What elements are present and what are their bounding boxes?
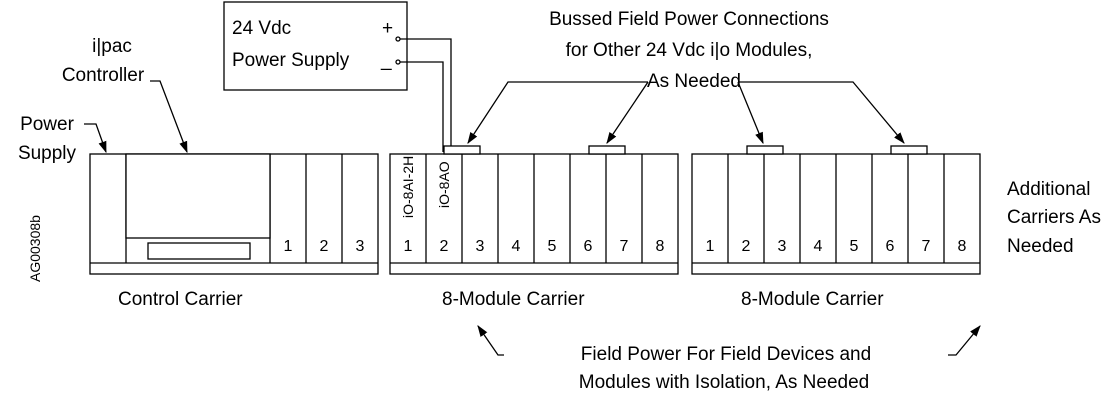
slot-number: 5 xyxy=(548,238,557,255)
field-power-connector xyxy=(890,145,928,155)
slot-number: 1 xyxy=(706,238,715,255)
carrier-caption: 8-Module Carrier xyxy=(442,289,585,310)
slot-number: 2 xyxy=(320,238,329,255)
supply-title-line1: 24 Vdc xyxy=(232,18,291,39)
slot-number: 1 xyxy=(404,238,413,255)
slot-number: 5 xyxy=(850,238,859,255)
bussed-label-line2: for Other 24 Vdc i|o Modules, xyxy=(566,40,813,61)
module-carrier-1: iO-8AI-2H iO-8AO 1 2 3 4 5 6 7 8 xyxy=(389,145,679,275)
bussed-leader-arrow xyxy=(606,81,649,144)
field-power-label-line2: Modules with Isolation, As Needed xyxy=(579,372,869,393)
bussed-leader-arrow xyxy=(737,81,764,145)
additional-carriers-line1: Additional xyxy=(1007,179,1090,200)
ipac-leader-arrow xyxy=(150,80,188,154)
plus-wire xyxy=(400,38,452,152)
slot-number: 3 xyxy=(356,238,365,255)
field-power-connector xyxy=(443,145,481,155)
slot-number: 8 xyxy=(656,238,665,255)
power-supply-box: 24 Vdc Power Supply + _ xyxy=(223,1,408,91)
power-supply-leader-arrow xyxy=(84,123,107,154)
module-label-ai: iO-8AI-2H xyxy=(400,156,416,218)
slot-number: 4 xyxy=(814,238,823,255)
slot-number: 4 xyxy=(512,238,521,255)
additional-carriers-line3: Needed xyxy=(1007,236,1074,257)
minus-wire xyxy=(400,61,444,152)
power-supply-label-line2: Supply xyxy=(18,143,77,164)
supply-title-line2: Power Supply xyxy=(232,50,350,71)
field-power-connector xyxy=(588,145,626,155)
slot-number: 2 xyxy=(742,238,751,255)
power-supply-label-line1: Power xyxy=(20,114,75,135)
slot-number: 7 xyxy=(922,238,931,255)
slot-number: 8 xyxy=(958,238,967,255)
ipac-label-line1: i|pac xyxy=(92,36,132,57)
carrier-caption: 8-Module Carrier xyxy=(741,289,884,310)
control-carrier: 1 2 3 xyxy=(89,153,379,275)
controller-connector xyxy=(147,242,251,260)
slot-number: 2 xyxy=(440,238,449,255)
field-power-leader-arrow xyxy=(477,325,504,356)
bussed-leader-arrow xyxy=(738,81,905,144)
field-power-leader-arrow xyxy=(948,325,981,356)
minus-terminal-label: _ xyxy=(380,50,392,71)
ipac-controller-module xyxy=(125,153,271,239)
field-power-label-line1: Field Power For Field Devices and xyxy=(581,344,871,365)
bussed-leader-arrow xyxy=(467,81,648,144)
ipac-label-line2: Controller xyxy=(62,65,145,86)
module-label-ao: iO-8AO xyxy=(436,161,452,208)
slot-number: 6 xyxy=(886,238,895,255)
slot-number: 3 xyxy=(476,238,485,255)
slot-number: 6 xyxy=(584,238,593,255)
carrier-caption: Control Carrier xyxy=(118,289,243,310)
module-carrier-2: 1 2 3 4 5 6 7 8 xyxy=(691,145,981,275)
bussed-label-line1: Bussed Field Power Connections xyxy=(549,9,829,30)
additional-carriers-line2: Carriers As xyxy=(1007,207,1101,228)
minus-terminal xyxy=(395,59,401,65)
plus-terminal xyxy=(395,36,401,42)
slot-number: 7 xyxy=(620,238,629,255)
slot-number: 1 xyxy=(284,238,293,255)
field-power-connector xyxy=(746,145,784,155)
bussed-label-line3: As Needed xyxy=(647,71,741,92)
figure-code: AG00308b xyxy=(27,215,43,282)
plus-terminal-label: + xyxy=(382,18,393,39)
slot-number: 3 xyxy=(778,238,787,255)
